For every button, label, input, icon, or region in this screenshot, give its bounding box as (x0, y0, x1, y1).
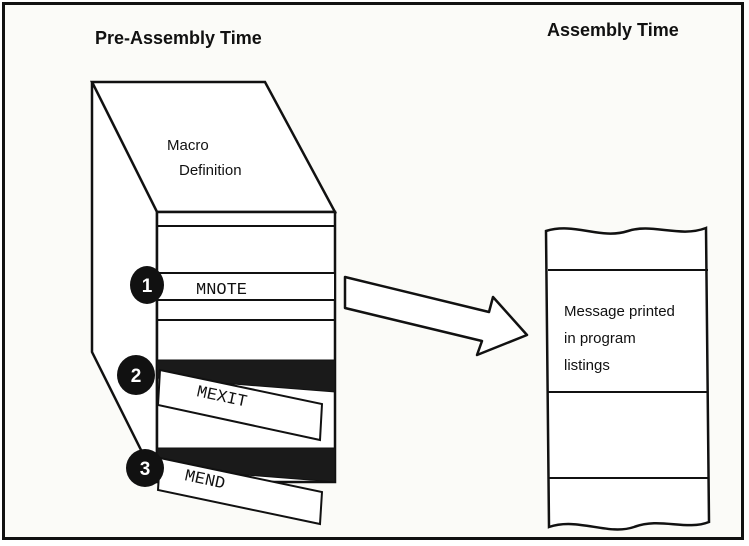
badge-1: 1 (130, 266, 164, 304)
macro-box-title-line1: Macro (167, 137, 209, 154)
listing-line-1: Message printed (564, 303, 675, 320)
badge-2: 2 (117, 355, 155, 395)
pre-assembly-heading: Pre-Assembly Time (95, 28, 262, 48)
badge-2-number: 2 (131, 366, 142, 387)
badge-3-number: 3 (140, 459, 151, 480)
mexit-dark-band (156, 359, 336, 393)
mnote-label: MNOTE (196, 281, 247, 300)
listing-line-2: in program (564, 330, 636, 347)
badge-3: 3 (126, 449, 164, 487)
flow-arrow-icon (343, 275, 529, 357)
badge-1-number: 1 (142, 276, 153, 297)
macro-box-title-line2: Definition (179, 162, 242, 179)
mexit-strip (156, 368, 324, 442)
macro-box-front-face (155, 210, 337, 484)
assembly-heading: Assembly Time (547, 20, 679, 40)
listing-line-3: listings (564, 357, 610, 374)
program-listing-page (544, 226, 711, 531)
